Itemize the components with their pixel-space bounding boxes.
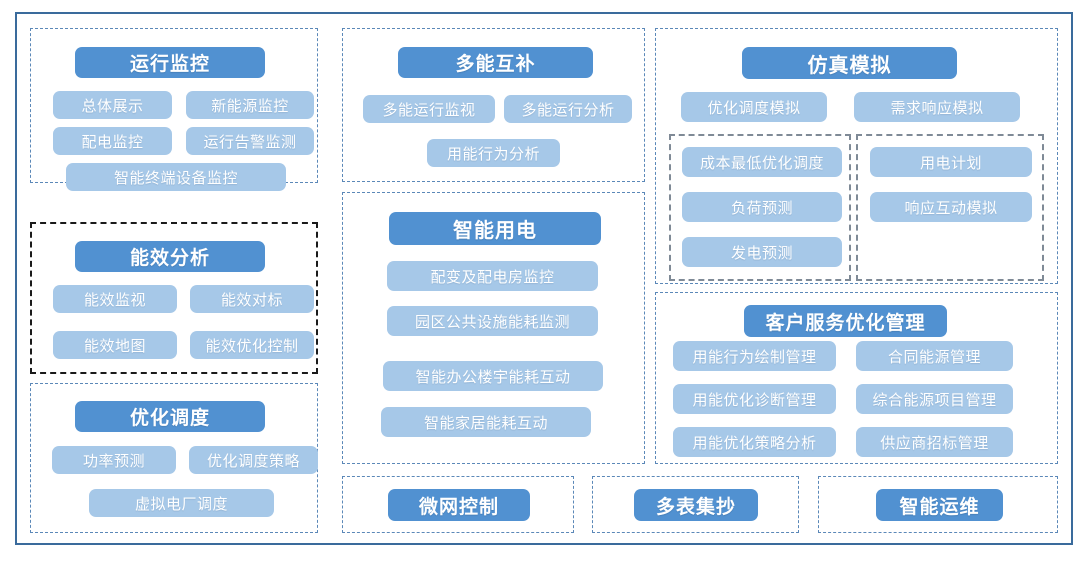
item-efficiency-benchmarking[interactable]: 能效对标 [190,285,314,313]
item-new-energy-monitoring[interactable]: 新能源监控 [186,91,314,119]
item-multi-energy-operation-analysis[interactable]: 多能运行分析 [504,95,632,123]
item-overall-display[interactable]: 总体展示 [53,91,172,119]
panel-title-efficiency-analysis: 能效分析 [75,241,265,272]
panel-smart-electricity: 智能用电 配变及配电房监控 园区公共设施能耗监测 智能办公楼宇能耗互动 智能家居… [342,192,645,464]
panel-multi-meter-reading: 多表集抄 [592,476,799,533]
panel-optimal-dispatch: 优化调度 功率预测 优化调度策略 虚拟电厂调度 [30,383,318,533]
panel-title-smart-om[interactable]: 智能运维 [876,489,1003,521]
item-optimal-dispatch-simulation[interactable]: 优化调度模拟 [681,92,827,122]
outer-frame [15,12,1073,545]
panel-customer-service: 客户服务优化管理 用能行为绘制管理 合同能源管理 用能优化诊断管理 综合能源项目… [655,292,1058,464]
item-energy-behavior-analysis[interactable]: 用能行为分析 [427,139,560,167]
item-demand-response-simulation[interactable]: 需求响应模拟 [854,92,1020,122]
panel-operation-monitoring: 运行监控 总体展示 新能源监控 配电监控 运行告警监测 智能终端设备监控 [30,28,318,191]
item-response-interaction-simulation[interactable]: 响应互动模拟 [870,192,1032,222]
item-smart-home-energy-interaction[interactable]: 智能家居能耗互动 [381,407,591,437]
item-lowest-cost-optimal-dispatch[interactable]: 成本最低优化调度 [682,147,842,177]
item-efficiency-monitoring[interactable]: 能效监视 [53,285,177,313]
item-efficiency-optimization-control[interactable]: 能效优化控制 [190,331,314,359]
panel-title-microgrid-control[interactable]: 微网控制 [388,489,530,521]
item-generation-forecast[interactable]: 发电预测 [682,237,842,267]
panel-multi-energy: 多能互补 多能运行监视 多能运行分析 用能行为分析 [342,28,645,182]
item-transformer-and-substation-monitoring[interactable]: 配变及配电房监控 [387,261,598,291]
item-multi-energy-operation-monitoring[interactable]: 多能运行监视 [363,95,495,123]
panel-microgrid-control: 微网控制 [342,476,574,533]
panel-title-smart-electricity: 智能用电 [389,212,601,245]
panel-title-simulation: 仿真模拟 [742,47,957,79]
panel-efficiency-analysis: 能效分析 能效监视 能效对标 能效地图 能效优化控制 [30,222,318,374]
panel-title-multi-meter-reading[interactable]: 多表集抄 [634,489,758,521]
item-supplier-bidding-management[interactable]: 供应商招标管理 [856,427,1013,457]
item-contract-energy-management[interactable]: 合同能源管理 [856,341,1013,371]
subbox-simulation-left: 成本最低优化调度 负荷预测 发电预测 [669,134,851,281]
panel-title-multi-energy: 多能互补 [398,47,593,78]
item-energy-behavior-profiling-management[interactable]: 用能行为绘制管理 [673,341,836,371]
item-park-public-facility-energy-monitoring[interactable]: 园区公共设施能耗监测 [387,306,598,336]
item-smart-terminal-device-monitoring[interactable]: 智能终端设备监控 [66,163,286,191]
subbox-simulation-right: 用电计划 响应互动模拟 [856,134,1044,281]
item-efficiency-map[interactable]: 能效地图 [53,331,177,359]
item-optimal-dispatch-strategy[interactable]: 优化调度策略 [189,446,318,474]
item-distribution-monitoring[interactable]: 配电监控 [53,127,172,155]
item-smart-office-building-energy-interaction[interactable]: 智能办公楼宇能耗互动 [383,361,603,391]
panel-title-optimal-dispatch: 优化调度 [75,401,265,432]
item-virtual-power-plant-dispatch[interactable]: 虚拟电厂调度 [89,489,274,517]
item-operation-alarm-monitoring[interactable]: 运行告警监测 [186,127,314,155]
item-integrated-energy-project-management[interactable]: 综合能源项目管理 [856,384,1013,414]
item-energy-optimization-strategy-analysis[interactable]: 用能优化策略分析 [673,427,836,457]
panel-title-operation-monitoring: 运行监控 [75,47,265,78]
panel-smart-om: 智能运维 [818,476,1058,533]
item-load-forecast[interactable]: 负荷预测 [682,192,842,222]
panel-simulation: 仿真模拟 优化调度模拟 需求响应模拟 成本最低优化调度 负荷预测 发电预测 用电… [655,28,1058,284]
item-energy-optimization-diagnosis-management[interactable]: 用能优化诊断管理 [673,384,836,414]
item-power-forecast[interactable]: 功率预测 [52,446,176,474]
item-electricity-plan[interactable]: 用电计划 [870,147,1032,177]
panel-title-customer-service: 客户服务优化管理 [744,305,947,337]
